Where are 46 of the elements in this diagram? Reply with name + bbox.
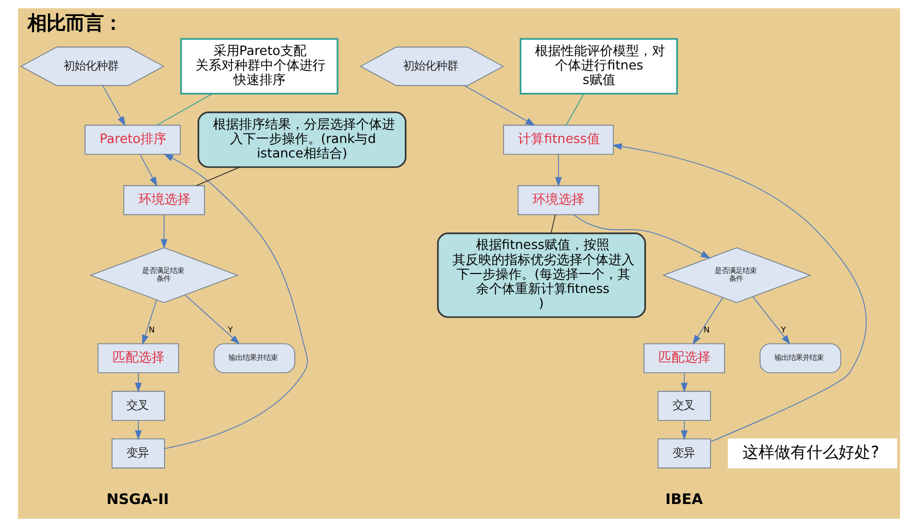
edge-label: N bbox=[148, 325, 154, 334]
connector bbox=[156, 93, 212, 126]
arrow bbox=[680, 372, 688, 392]
diagram-title: 相比而言： bbox=[27, 11, 122, 34]
node-box: 计算fitness值 bbox=[502, 124, 614, 155]
node-box: 根据fitness赋值，按照其反映的指标优劣选择个体进入下一步操作。(每选择一个，其余个体重新计算fitness) bbox=[436, 232, 646, 318]
node-box: 变异 bbox=[111, 438, 164, 468]
label: NSGA-II bbox=[106, 492, 168, 508]
label: IBEA bbox=[664, 492, 702, 508]
arrow bbox=[572, 214, 710, 259]
arrow bbox=[160, 214, 167, 249]
arrow bbox=[554, 154, 562, 187]
arrow bbox=[163, 154, 308, 450]
arrow bbox=[680, 420, 688, 440]
node-diamond: 是否满足结束条件 bbox=[89, 247, 238, 304]
node-box: 这样做有什么好处? bbox=[727, 438, 897, 468]
arrow bbox=[134, 420, 142, 440]
arrow bbox=[134, 372, 142, 392]
arrow bbox=[692, 297, 723, 345]
node-box: 环境选择 bbox=[122, 185, 204, 216]
node-box: 根据排序结果，分层选择个体进入下一步操作。(rank与distance相结合) bbox=[197, 111, 406, 168]
arrow bbox=[752, 296, 790, 345]
arrow bbox=[142, 300, 156, 345]
node-box: 变异 bbox=[657, 438, 710, 468]
arrow bbox=[612, 143, 866, 442]
node-box: 采用Pareto支配关系对种群中个体进行快速排序 bbox=[180, 38, 338, 95]
arrow bbox=[102, 85, 125, 126]
edge-label: N bbox=[703, 325, 710, 334]
node-box: 交叉 bbox=[657, 390, 710, 421]
arrow bbox=[463, 85, 535, 126]
edge-label: Y bbox=[780, 325, 786, 334]
connector bbox=[195, 166, 240, 186]
node-box: 环境选择 bbox=[517, 185, 599, 216]
arrow bbox=[184, 294, 240, 344]
connector bbox=[550, 214, 556, 234]
node-box: 输出结果并结束 bbox=[213, 343, 295, 374]
node-box: 输出结果并结束 bbox=[759, 343, 841, 374]
connector bbox=[565, 93, 584, 126]
node-box: 匹配选择 bbox=[643, 343, 724, 374]
node-diamond: 是否满足结束条件 bbox=[662, 247, 811, 304]
node-box: 交叉 bbox=[111, 390, 164, 421]
node-box: Pareto排序 bbox=[84, 124, 180, 155]
arrow bbox=[139, 154, 157, 187]
edge-label: Y bbox=[227, 325, 232, 334]
node-box: 匹配选择 bbox=[97, 343, 179, 374]
node-box: 根据性能评价模型，对个体进行fitness赋值 bbox=[519, 38, 678, 95]
